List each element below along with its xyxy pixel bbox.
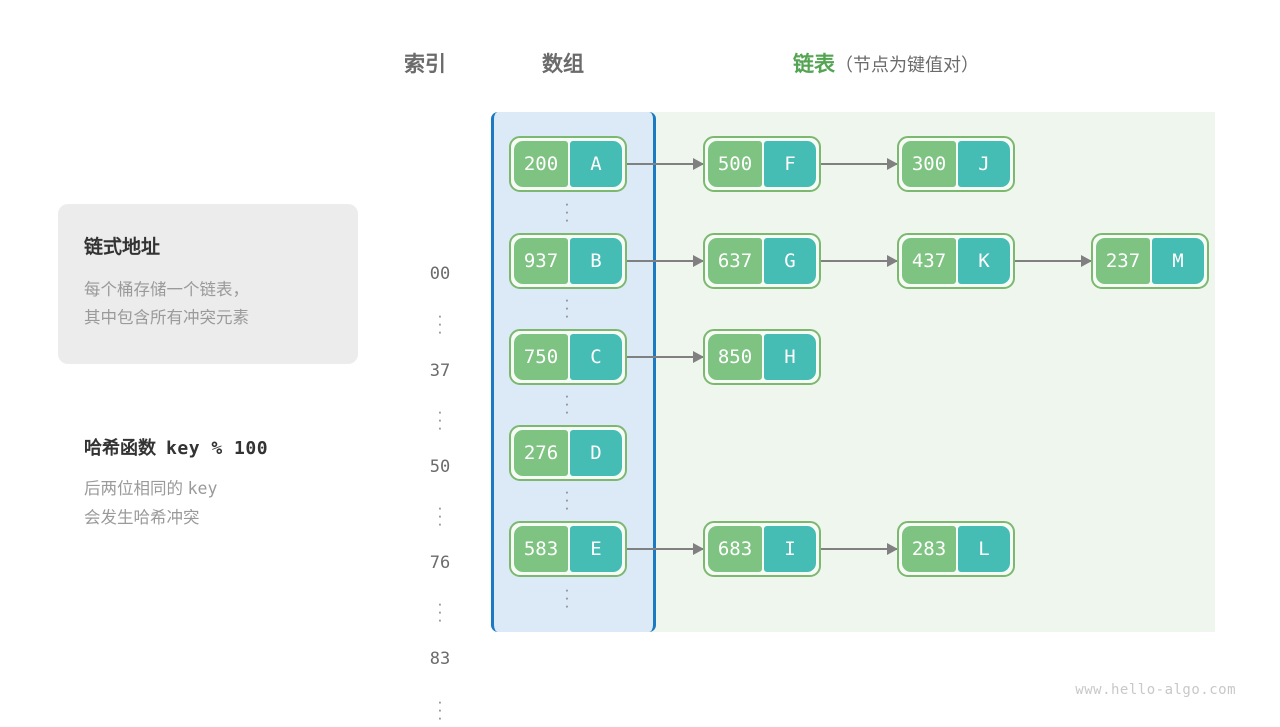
header-linked-list-main: 链表 <box>793 53 835 76</box>
array-ellipsis: ··· <box>564 386 570 421</box>
index-ellipsis: ··· <box>437 692 443 727</box>
header-linked-list: 链表（节点为键值对） <box>793 50 979 80</box>
index-label-76: 76 <box>429 553 451 573</box>
node-value: B <box>570 238 622 284</box>
node-key: 276 <box>514 430 568 476</box>
info-card-title: 链式地址 <box>84 237 161 258</box>
link-arrow-icon <box>627 351 704 363</box>
node-value: C <box>570 334 622 380</box>
index-ellipsis: ··· <box>437 498 443 533</box>
header-array: 数组 <box>542 53 584 76</box>
node-value: I <box>764 526 816 572</box>
info-card-chaining: 链式地址 每个桶存储一个链表， 其中包含所有冲突元素 <box>58 204 358 364</box>
node-value: A <box>570 141 622 187</box>
array-ellipsis: ··· <box>564 290 570 325</box>
hash-function-title: 哈希函数 key % 100 <box>84 434 404 460</box>
header-linked-list-sub: （节点为键值对） <box>835 55 979 75</box>
node-value: H <box>764 334 816 380</box>
node-key: 637 <box>708 238 762 284</box>
index-ellipsis: ··· <box>437 594 443 629</box>
info-card-line-1: 每个桶存储一个链表， <box>84 281 249 299</box>
node-key: 300 <box>902 141 956 187</box>
column-headers: 索引 数组 链表（节点为键值对） <box>0 50 1280 84</box>
node-value: D <box>570 430 622 476</box>
hash-function-expression: key % 100 <box>166 438 269 459</box>
hash-note-line-1: 后两位相同的 key <box>84 474 404 504</box>
node-value: F <box>764 141 816 187</box>
node-key: 500 <box>708 141 762 187</box>
link-arrow-icon <box>821 255 898 267</box>
array-ellipsis: ··· <box>564 482 570 517</box>
node-value: K <box>958 238 1010 284</box>
link-arrow-icon <box>821 158 898 170</box>
link-arrow-icon <box>821 543 898 555</box>
header-index: 索引 <box>404 53 446 76</box>
info-card-line-2: 其中包含所有冲突元素 <box>84 309 249 327</box>
index-label-00: 00 <box>429 264 451 284</box>
index-column: 00 ··· 37 ··· 50 ··· 76 ··· 83 ··· <box>400 112 480 726</box>
node-value: M <box>1152 238 1204 284</box>
node-key: 750 <box>514 334 568 380</box>
node-value: G <box>764 238 816 284</box>
link-arrow-icon <box>1015 255 1092 267</box>
node-value: J <box>958 141 1010 187</box>
node-key: 283 <box>902 526 956 572</box>
index-ellipsis: ··· <box>437 306 443 341</box>
node-key: 937 <box>514 238 568 284</box>
hash-function-note: 哈希函数 key % 100 后两位相同的 key 会发生哈希冲突 <box>84 434 404 533</box>
watermark: www.hello-algo.com <box>1075 682 1236 698</box>
index-label-83: 83 <box>429 649 451 669</box>
link-arrow-icon <box>627 543 704 555</box>
index-ellipsis: ··· <box>437 402 443 437</box>
node-key: 683 <box>708 526 762 572</box>
hash-note-line-1-text: 后两位相同的 <box>84 480 183 498</box>
hash-note-line-1-mono: key <box>187 479 218 498</box>
node-key: 200 <box>514 141 568 187</box>
link-arrow-icon <box>627 255 704 267</box>
hash-note-line-2: 会发生哈希冲突 <box>84 509 200 527</box>
hash-function-label: 哈希函数 <box>84 438 156 458</box>
array-ellipsis: ··· <box>564 580 570 615</box>
index-label-50: 50 <box>429 457 451 477</box>
node-key: 850 <box>708 334 762 380</box>
node-value: L <box>958 526 1010 572</box>
node-key: 437 <box>902 238 956 284</box>
node-value: E <box>570 526 622 572</box>
link-arrow-icon <box>627 158 704 170</box>
array-ellipsis: ··· <box>564 194 570 229</box>
node-key: 237 <box>1096 238 1150 284</box>
index-label-37: 37 <box>429 361 451 381</box>
node-key: 583 <box>514 526 568 572</box>
